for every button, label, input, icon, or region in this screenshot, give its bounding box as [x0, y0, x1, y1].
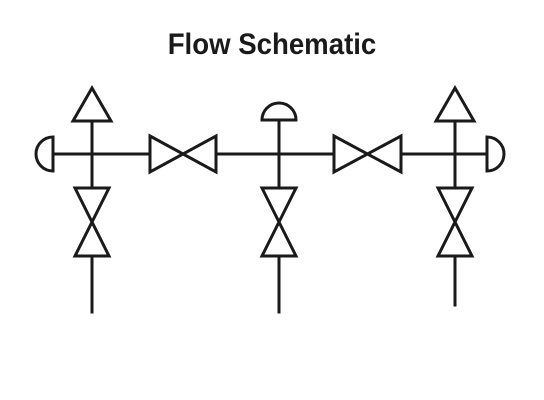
branch-valve-right-icon	[435, 186, 475, 258]
dome-indicator-top-icon	[260, 101, 298, 122]
header-valve-left-icon	[148, 133, 218, 175]
header-valve-right-icon	[332, 133, 403, 175]
branch-valve-middle-icon	[259, 186, 299, 258]
triangle-indicator-right-icon	[433, 84, 477, 123]
dome-indicator-right-icon	[485, 135, 506, 173]
dome-indicator-left-icon	[34, 135, 55, 173]
diagram-title: Flow Schematic	[167, 28, 377, 61]
triangle-indicator-left-icon	[70, 84, 114, 123]
branch-valve-left-icon	[72, 186, 112, 258]
